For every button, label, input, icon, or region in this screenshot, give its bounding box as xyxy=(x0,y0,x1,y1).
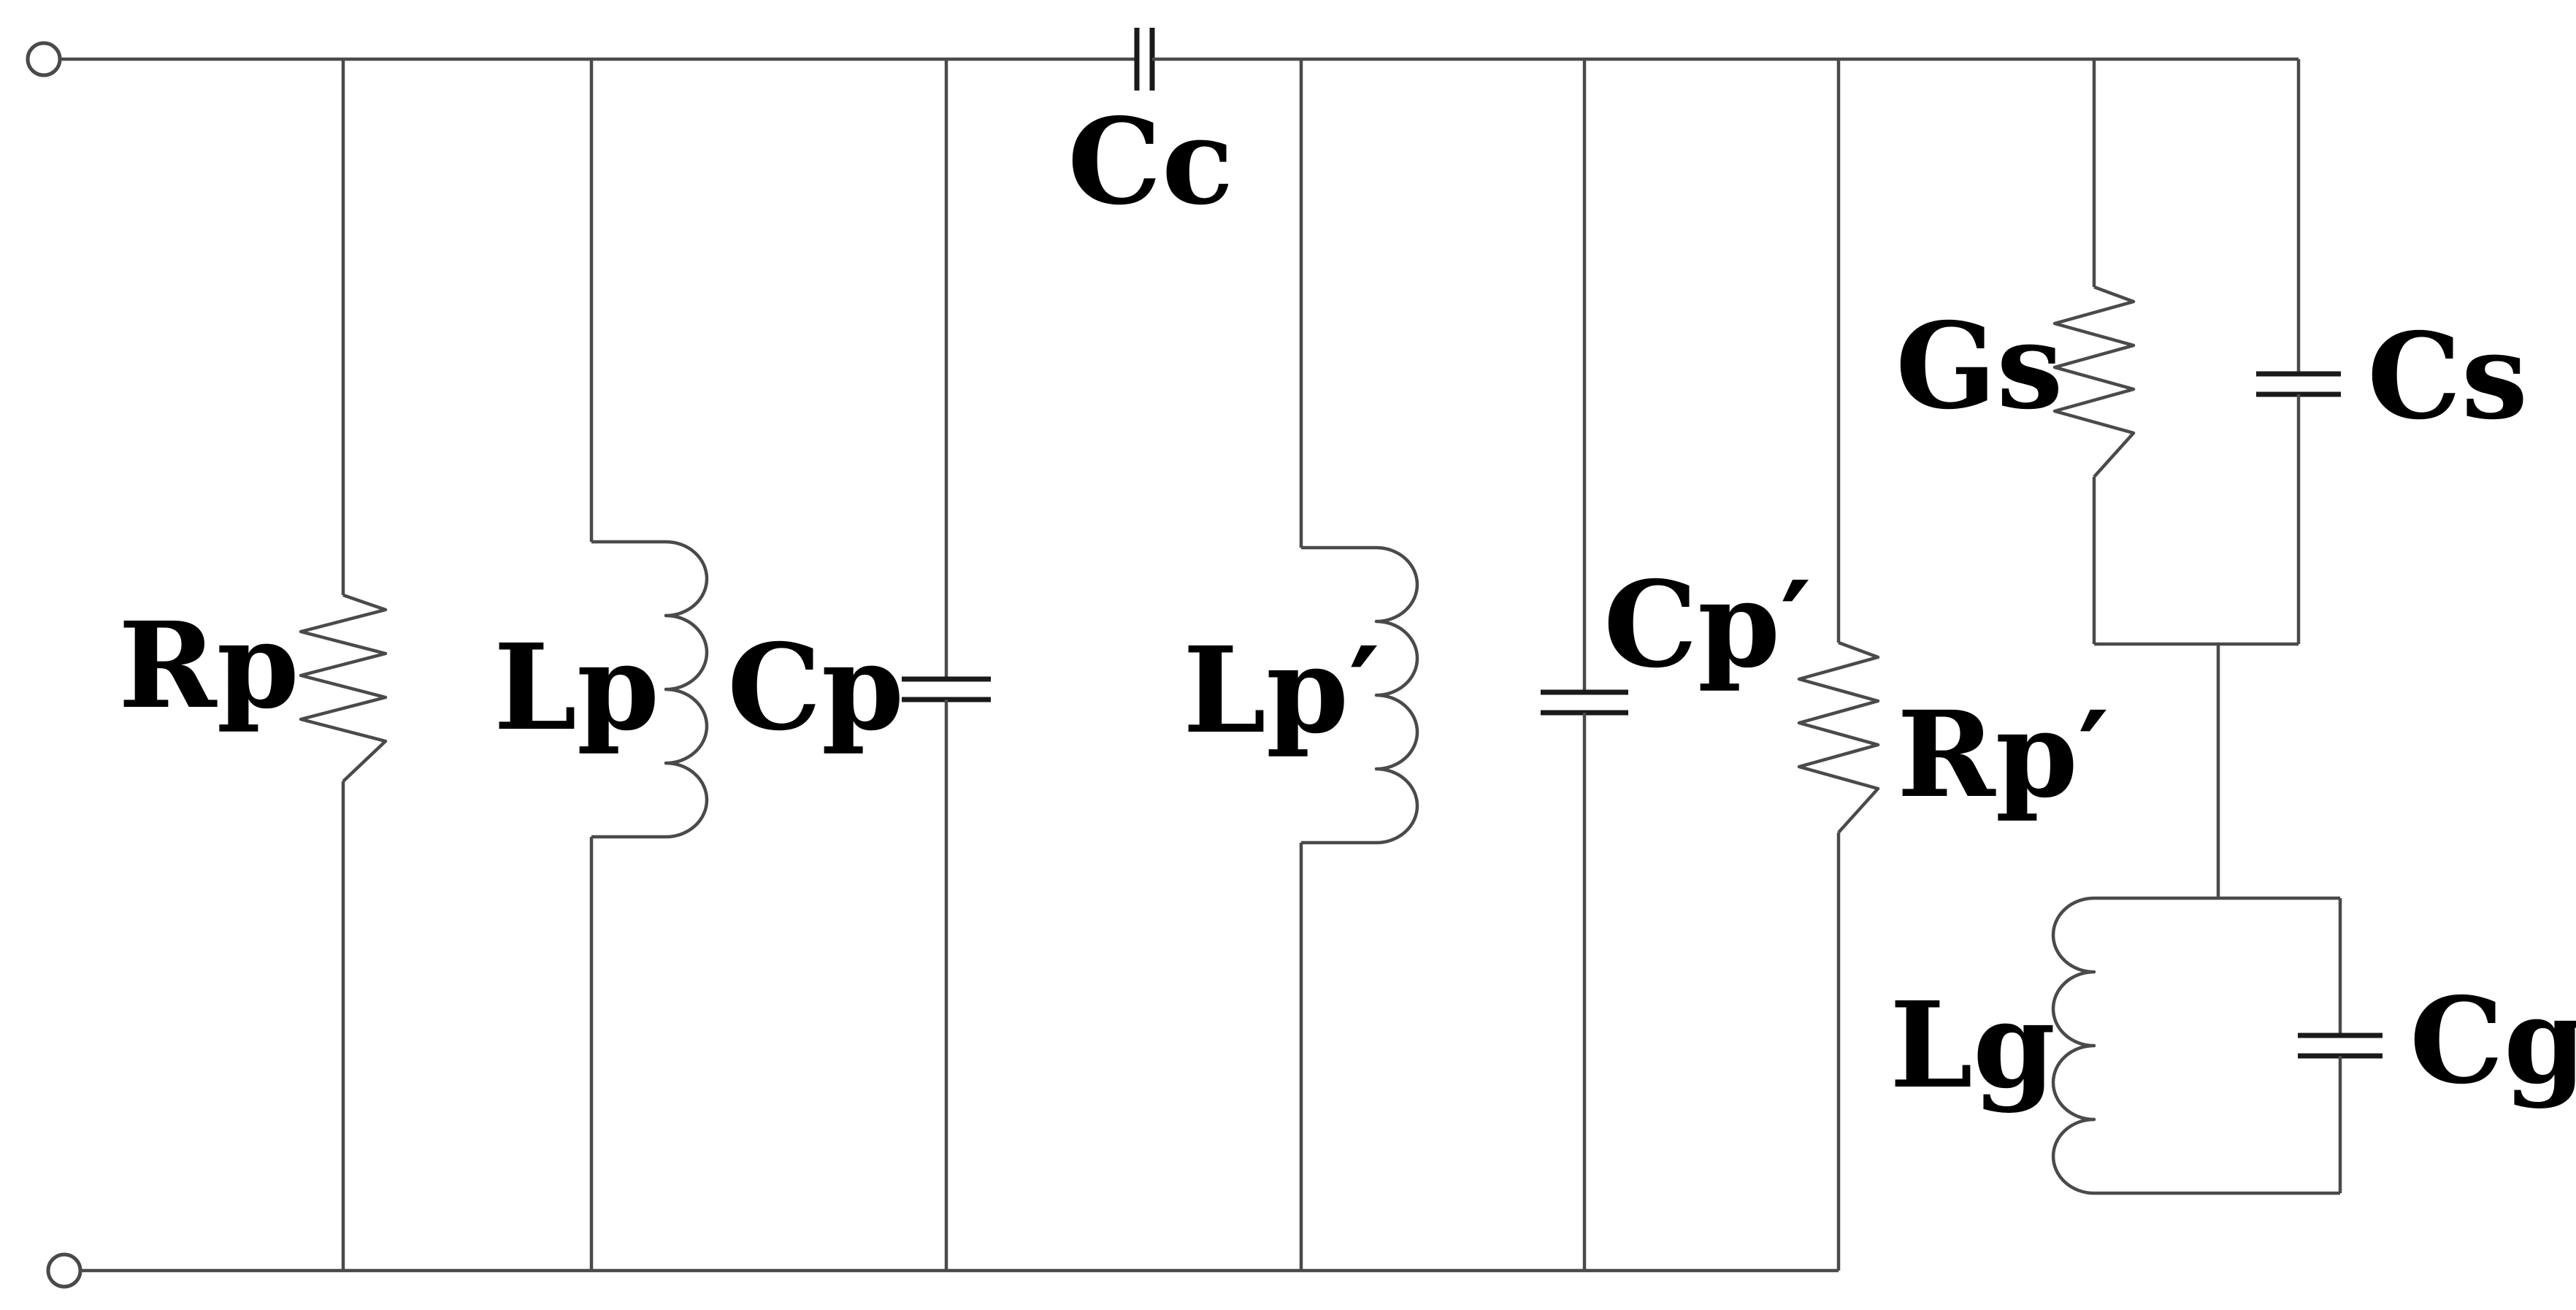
cp-prime-label: Cp′ xyxy=(1603,556,1812,694)
rp-branch xyxy=(299,59,388,1271)
rp-prime-label: Rp′ xyxy=(1897,686,2109,824)
lp-prime-inductor-symbol xyxy=(1374,545,1419,845)
lp-prime-label: Lp′ xyxy=(1183,621,1380,760)
rp-prime-resistor-symbol xyxy=(1797,640,1880,834)
gs-label: Gs xyxy=(1895,297,2063,436)
cg-label: Cg xyxy=(2410,972,2576,1111)
cp-label: Cp xyxy=(727,618,904,757)
gs-cs-block xyxy=(2052,59,2341,646)
cc-label: Cc xyxy=(1067,93,1234,231)
lp-inductor-symbol xyxy=(664,540,709,839)
lg-label: Lg xyxy=(1890,976,2055,1115)
lp-label: Lp xyxy=(494,618,659,757)
cp-prime-branch xyxy=(1541,59,1628,1271)
rp-label: Rp xyxy=(118,597,299,735)
lg-inductor-symbol xyxy=(2051,896,2096,1195)
input-terminal-top xyxy=(26,41,62,77)
cp-branch xyxy=(902,59,991,1271)
cs-label: Cs xyxy=(2367,307,2528,446)
rp-resistor-symbol xyxy=(299,593,388,783)
gs-resistor-symbol xyxy=(2052,285,2136,478)
rp-prime-branch xyxy=(1797,59,1880,1271)
lp-prime-branch xyxy=(1299,59,1419,1271)
cc-capacitor-symbol xyxy=(1051,28,1221,91)
input-terminal-bottom xyxy=(46,1252,83,1289)
lg-cg-block xyxy=(2051,896,2383,1195)
lp-branch xyxy=(589,59,709,1271)
